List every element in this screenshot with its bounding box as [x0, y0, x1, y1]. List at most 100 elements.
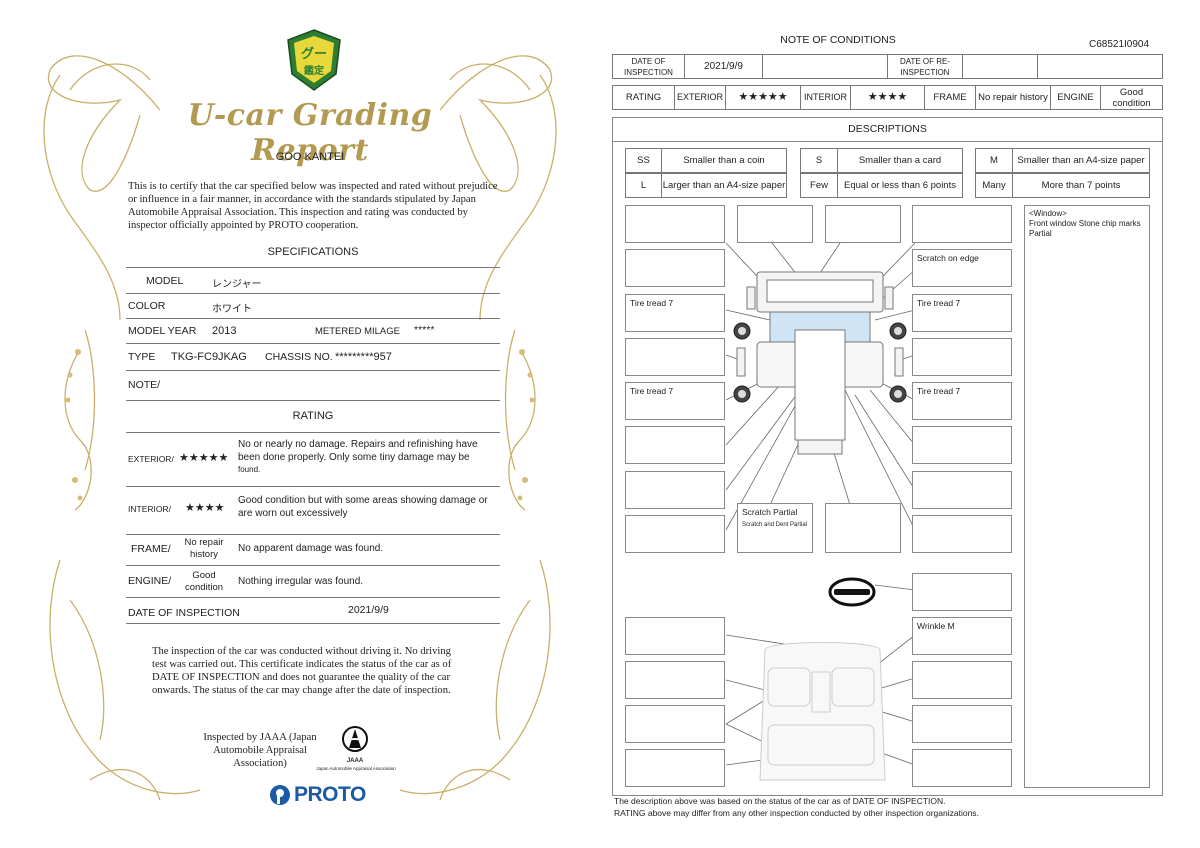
- color-value: ホワイト: [212, 304, 252, 315]
- report-title: U-car Grading Report: [187, 98, 433, 168]
- engine-value: Good condition: [1100, 85, 1163, 110]
- inspection-date-value: 2021/9/9: [348, 604, 389, 616]
- damage-note-box: [625, 515, 725, 553]
- frame-description: No apparent damage was found.: [238, 543, 384, 554]
- damage-note-box: [625, 661, 725, 699]
- inspected-by-text: Inspected by JAAA (Japan Automobile Appr…: [203, 732, 317, 769]
- jaaa-emblem-icon: [342, 726, 368, 752]
- damage-note-box: Wrinkle M: [912, 617, 1012, 655]
- damage-note-box: Tire tread 7: [912, 382, 1012, 420]
- damage-note-box: [912, 515, 1012, 553]
- damage-note-box: Tire tread 7: [912, 294, 1012, 332]
- jaaa-full-name: Japan Automobile Appraisal Association: [316, 766, 396, 771]
- window-note-text: Front window Stone chip marks Partial: [1029, 219, 1141, 238]
- exterior-label: EXTERIOR/: [128, 454, 174, 464]
- chassis-value: *********957: [335, 351, 392, 363]
- damage-note-box: [737, 205, 813, 243]
- frame-value: No repair history: [184, 537, 224, 560]
- legend-text: Larger than an A4-size paper: [661, 173, 787, 198]
- color-label: COLOR: [128, 300, 166, 312]
- frame-label: FRAME/: [131, 543, 171, 555]
- legend-text: Smaller than a card: [837, 148, 963, 173]
- model-label: MODEL: [146, 275, 184, 287]
- steering-wheel-icon: [828, 577, 876, 607]
- descriptions-panel: [612, 117, 1163, 796]
- scratch-dent-note: Scratch and Dent Partial: [742, 522, 808, 528]
- divider: [126, 565, 500, 566]
- document-code: C68521I0904: [1089, 39, 1150, 50]
- proto-logo-text: PROTO: [294, 783, 366, 806]
- damage-note-box: [912, 471, 1012, 509]
- interior-label: INTERIOR/: [128, 504, 171, 514]
- proto-mark-icon: [270, 785, 290, 805]
- goo-badge-logo: グー 鑑定: [287, 29, 341, 91]
- damage-note-box: Tire tread 7: [625, 382, 725, 420]
- scratch-partial-note: Scratch Partial: [742, 507, 798, 517]
- interior-stars: ★★★★: [185, 502, 225, 514]
- disclaimer-text: The inspection of the car was conducted …: [152, 646, 452, 696]
- divider: [126, 486, 500, 487]
- damage-note-box: Scratch on edge: [912, 249, 1012, 287]
- footer-note-2: RATING above may differ from any other i…: [614, 808, 979, 818]
- engine-description: Nothing irregular was found.: [238, 576, 364, 587]
- exterior-description: No or nearly no damage. Repairs and refi…: [238, 439, 478, 474]
- rating-heading: RATING: [292, 410, 334, 422]
- damage-note-box: [912, 705, 1012, 743]
- damage-note-box: [625, 338, 725, 376]
- note-heading: NOTE OF CONDITIONS: [780, 34, 896, 46]
- damage-note-box: [625, 426, 725, 464]
- type-value: TKG-FC9JKAG: [171, 351, 247, 363]
- mileage-label: METERED MILAGE: [315, 326, 400, 337]
- grading-certificate: グー 鑑定 U-car Grading Report GOO KANTEI Th…: [43, 29, 557, 806]
- legend-text: Smaller than a coin: [661, 148, 787, 173]
- divider: [126, 597, 500, 598]
- note-of-conditions: NOTE OF CONDITIONS C68521I0904 DATE OF I…: [600, 0, 1200, 848]
- note-label: NOTE/: [128, 379, 161, 391]
- divider: [126, 318, 500, 319]
- model-year-label: MODEL YEAR: [128, 325, 197, 337]
- jaaa-logo-text: JAAA: [346, 758, 364, 764]
- divider: [126, 400, 500, 401]
- legend-text: Equal or less than 6 points: [837, 173, 963, 198]
- damage-note-box: [625, 205, 725, 243]
- report-subtitle: GOO KANTEI: [275, 151, 345, 163]
- badge-sub: 鑑定: [304, 64, 324, 77]
- damage-note-box: [912, 338, 1012, 376]
- window-note-title: <Window>: [1029, 209, 1067, 218]
- window-note-box: <Window> Front window Stone chip marks P…: [1024, 205, 1150, 788]
- chassis-label: CHASSIS NO.: [265, 351, 333, 363]
- legend-text: Smaller than an A4-size paper: [1012, 148, 1150, 173]
- blank-cell: [1037, 54, 1163, 79]
- footer-note-1: The description above was based on the s…: [614, 796, 946, 806]
- descriptions-heading: DESCRIPTIONS: [848, 123, 927, 135]
- interior-description: Good condition but with some areas showi…: [238, 495, 488, 519]
- exterior-stars: ★★★★★: [179, 452, 229, 464]
- damage-note-box: [912, 426, 1012, 464]
- damage-note-box: [625, 749, 725, 787]
- damage-note-box: [912, 573, 1012, 611]
- car-damage-diagram: [725, 242, 916, 781]
- model-value: レンジャー: [212, 279, 262, 290]
- damage-note-box: [912, 749, 1012, 787]
- ornament-frame: [43, 55, 557, 801]
- divider: [126, 267, 500, 268]
- divider: [126, 343, 500, 344]
- engine-value: Good condition: [184, 570, 224, 593]
- divider: [126, 432, 500, 433]
- type-label: TYPE: [128, 351, 156, 363]
- damage-note-box: Tire tread 7: [625, 294, 725, 332]
- damage-note-box: [825, 503, 901, 553]
- certification-intro: This is to certify that the car specifie…: [128, 181, 498, 231]
- damage-note-box: [625, 471, 725, 509]
- damage-note-box: [625, 249, 725, 287]
- damage-note-box: [825, 205, 901, 243]
- divider: [612, 141, 1163, 142]
- damage-note-box: [625, 617, 725, 655]
- damage-note-box: [912, 661, 1012, 699]
- damage-note-box: [912, 205, 1012, 243]
- mileage-value: *****: [414, 324, 435, 336]
- badge-mark: グー: [301, 46, 327, 62]
- specifications-heading: SPECIFICATIONS: [267, 246, 359, 258]
- divider: [126, 623, 500, 624]
- divider: [126, 534, 500, 535]
